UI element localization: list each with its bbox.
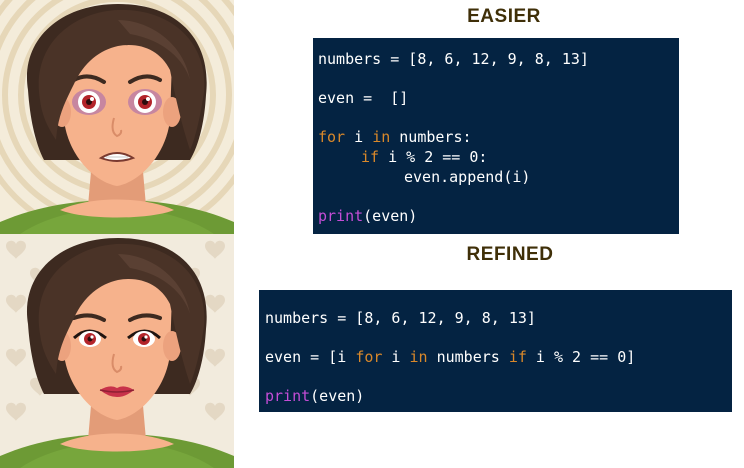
keyword-token: if [361, 147, 380, 166]
code-token: i [382, 348, 410, 367]
code-line: numbers = [8, 6, 12, 9, 8, 13] [265, 309, 536, 327]
builtin-token: print [318, 206, 364, 225]
code-line: for i in numbers: [318, 128, 679, 148]
confident-woman-panel [0, 234, 234, 468]
code-line: if i % 2 == 0: [318, 148, 679, 168]
code-token: i % 2 == 0] [526, 348, 636, 367]
code-line: print(even) [265, 387, 732, 407]
code-token: i % 2 == 0: [379, 147, 488, 166]
worried-woman-panel [0, 0, 234, 234]
keyword-token: for [355, 348, 383, 367]
code-token: even = [i [265, 348, 356, 367]
easier-code-block: numbers = [8, 6, 12, 9, 8, 13] even = []… [313, 38, 679, 234]
keyword-token: if [508, 348, 527, 367]
code-line: even.append(i) [404, 167, 531, 186]
code-token: numbers: [390, 128, 472, 147]
code-line: print(even) [318, 207, 679, 227]
code-line: even = [] [318, 89, 409, 108]
code-token: (even) [310, 387, 365, 406]
code-line: numbers = [8, 6, 12, 9, 8, 13] [318, 50, 589, 68]
code-token: numbers [427, 348, 509, 367]
worried-woman-icon [0, 0, 234, 234]
confident-woman-icon [0, 234, 234, 468]
code-token: i [345, 128, 373, 147]
keyword-token: in [409, 348, 428, 367]
easier-heading: EASIER [467, 6, 541, 27]
refined-heading: REFINED [466, 244, 554, 265]
keyword-token: for [318, 128, 346, 147]
code-token: (even) [363, 206, 418, 225]
builtin-token: print [265, 387, 311, 406]
code-line: even = [i for i in numbers if i % 2 == 0… [265, 348, 732, 368]
keyword-token: in [372, 128, 391, 147]
refined-code-block: numbers = [8, 6, 12, 9, 8, 13] even = [i… [259, 290, 732, 412]
